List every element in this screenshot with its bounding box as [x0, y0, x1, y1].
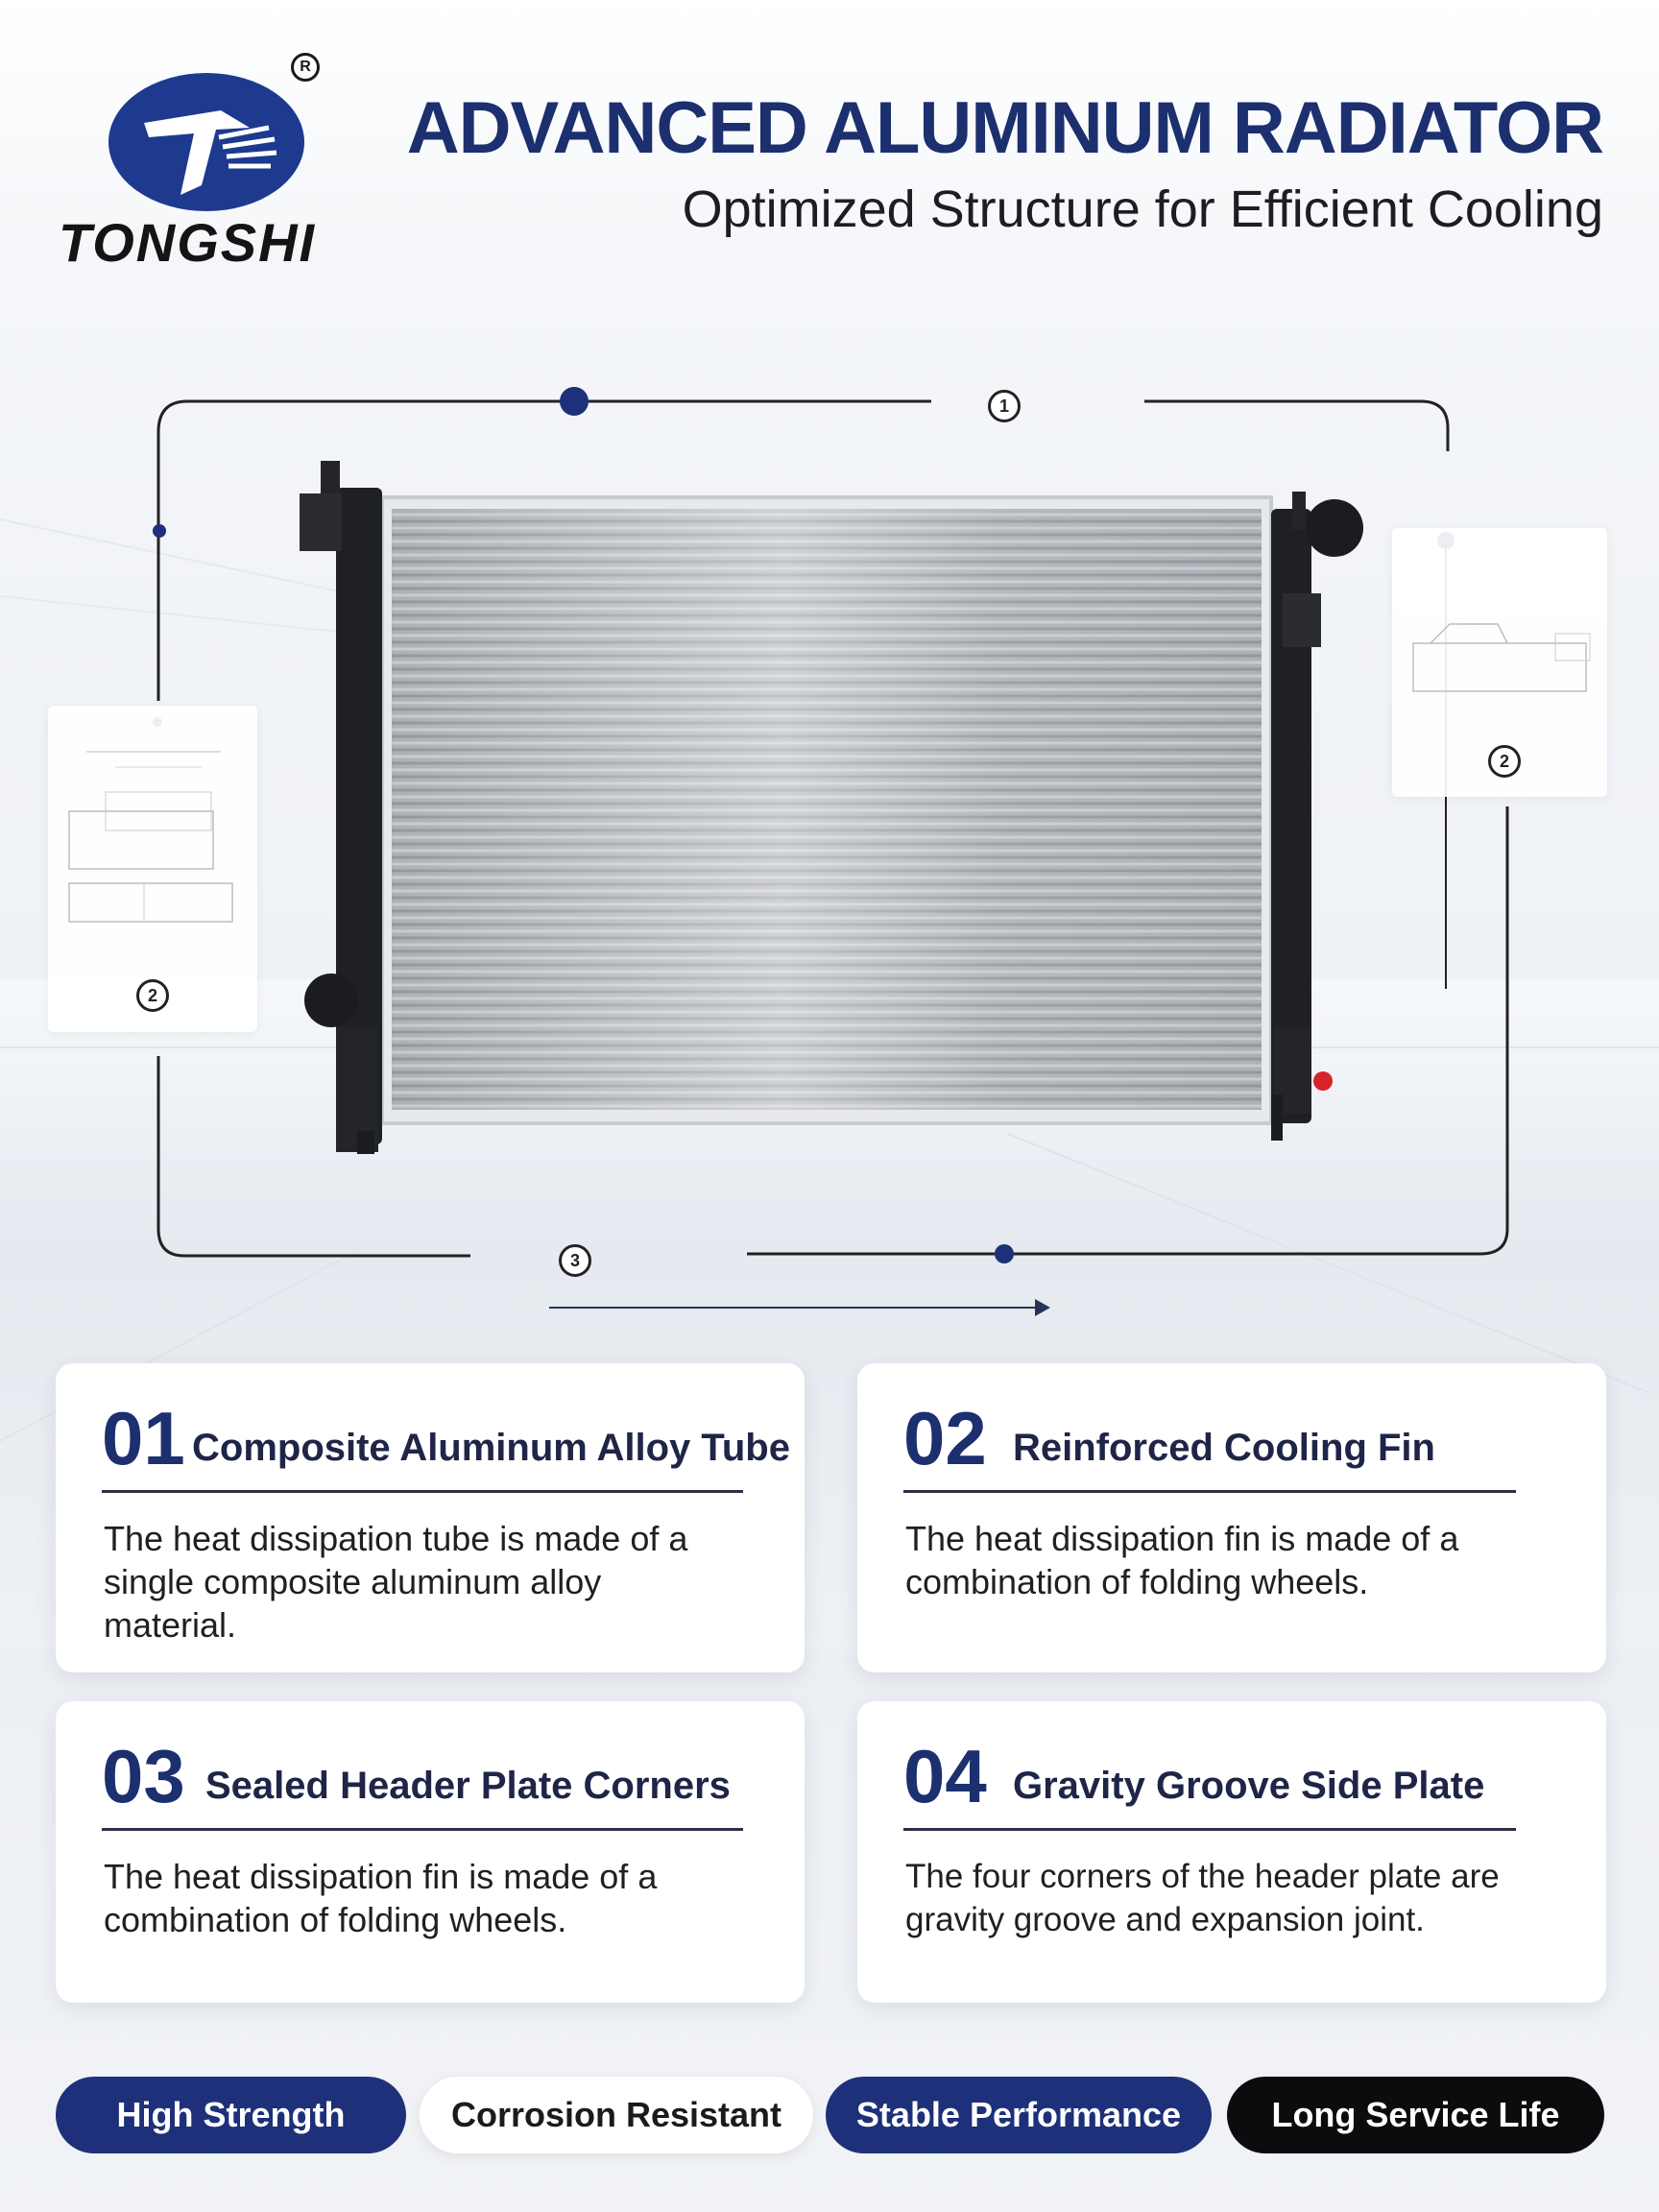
technical-drawing [68, 751, 233, 923]
feature-number: 04 [903, 1734, 987, 1818]
feature-card-3: 03 Sealed Header Plate Corners The heat … [56, 1701, 805, 2003]
callout-dot [560, 387, 589, 416]
feature-number: 03 [102, 1734, 185, 1818]
feature-description: The heat dissipation fin is made of a co… [104, 1857, 658, 1939]
registered-mark: R [291, 53, 320, 82]
feature-card-4: 04 Gravity Groove Side Plate The four co… [857, 1701, 1606, 2003]
brand-logo: R TONGSHI [53, 53, 370, 283]
feature-title: Gravity Groove Side Plate [1013, 1765, 1485, 1807]
feature-description: The four corners of the header plate are… [905, 1858, 1500, 1938]
logo-emblem-icon [108, 73, 304, 211]
feature-title: Composite Aluminum Alloy Tube [192, 1427, 790, 1469]
badge-corrosion-resistant: Corrosion Resistant [420, 2077, 813, 2153]
badge-high-strength: High Strength [56, 2077, 406, 2153]
badge-stable-performance: Stable Performance [826, 2077, 1212, 2153]
badge-long-service-life: Long Service Life [1227, 2077, 1604, 2153]
feature-card-1: 01 Composite Aluminum Alloy Tube The hea… [56, 1363, 805, 1672]
radiator-image [300, 461, 1363, 1154]
callout-number: 2 [1488, 745, 1521, 778]
callout-number: 3 [559, 1244, 591, 1277]
callout-dot [995, 1244, 1014, 1263]
callout-number: 1 [988, 390, 1021, 422]
arrow-head-icon [1035, 1299, 1050, 1316]
feature-card-2: 02 Reinforced Cooling Fin The heat dissi… [857, 1363, 1606, 1672]
radiator-diagram [153, 387, 1509, 1263]
divider [102, 1828, 743, 1831]
divider [903, 1828, 1516, 1831]
feature-title: Sealed Header Plate Corners [205, 1765, 731, 1807]
drawing-card-left [48, 706, 257, 1032]
brand-name: TONGSHI [59, 212, 317, 273]
feature-number: 01 [102, 1396, 185, 1480]
flow-arrow [549, 1307, 1037, 1309]
feature-title: Reinforced Cooling Fin [1013, 1427, 1435, 1469]
technical-drawing [1412, 623, 1591, 692]
feature-description: The heat dissipation fin is made of a co… [905, 1519, 1459, 1601]
callout-number: 2 [136, 979, 169, 1012]
divider [102, 1490, 743, 1493]
page-subtitle: Optimized Structure for Efficient Coolin… [682, 180, 1603, 238]
page-title: ADVANCED ALUMINUM RADIATOR [406, 87, 1604, 169]
feature-description: The heat dissipation tube is made of a s… [104, 1519, 688, 1645]
divider [903, 1490, 1516, 1493]
feature-number: 02 [903, 1396, 987, 1480]
callout-dot [153, 524, 166, 538]
